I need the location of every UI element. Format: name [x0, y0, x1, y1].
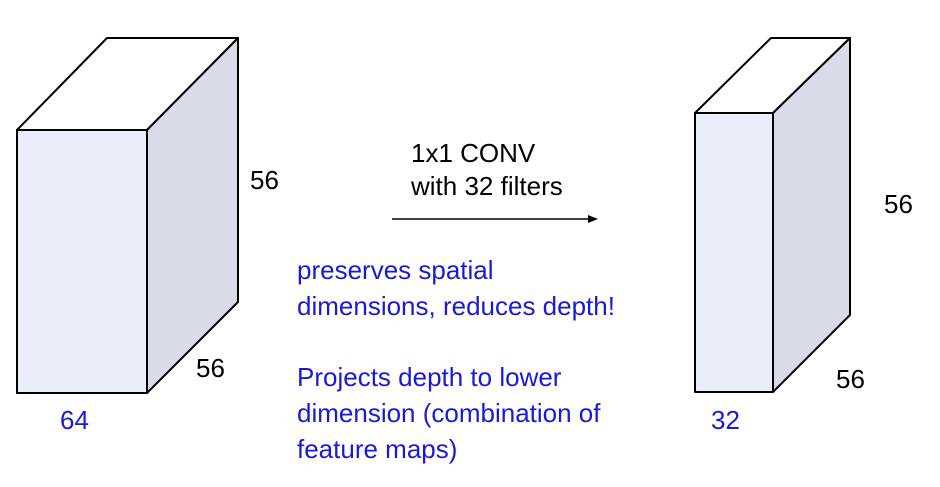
note-projects-depth: Projects depth to lower dimension (combi… — [297, 359, 601, 467]
input-height-label: 56 — [250, 165, 279, 195]
operation-arrow — [392, 215, 598, 223]
note2-line2: dimension (combination of — [297, 398, 601, 428]
note2-line1: Projects depth to lower — [297, 362, 562, 392]
note2-line3: feature maps) — [297, 434, 458, 464]
output-volume-front-face — [694, 112, 774, 393]
output-width-label: 56 — [836, 364, 865, 394]
output-height-label: 56 — [884, 189, 913, 219]
operation-label-line2: with 32 filters — [411, 171, 563, 201]
note1-line1: preserves spatial — [297, 255, 494, 285]
note-preserves-spatial: preserves spatial dimensions, reduces de… — [297, 252, 615, 324]
input-volume — [16, 37, 239, 394]
output-depth-label: 32 — [711, 405, 740, 435]
input-volume-front-face — [16, 129, 148, 394]
operation-label-line1: 1x1 CONV — [411, 138, 536, 168]
note1-line2: dimensions, reduces depth! — [297, 291, 615, 321]
operation-label: 1x1 CONV with 32 filters — [411, 137, 563, 203]
input-width-label: 56 — [196, 353, 225, 383]
output-volume — [694, 37, 851, 393]
input-depth-label: 64 — [60, 405, 89, 435]
